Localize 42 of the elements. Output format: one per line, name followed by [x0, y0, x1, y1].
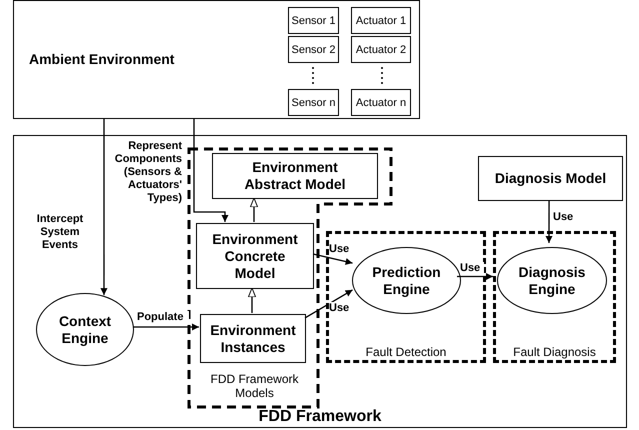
environment-panel	[13, 0, 420, 119]
group-title: FDD Framework	[258, 408, 382, 426]
component-label: Sensor 2	[291, 44, 336, 56]
node-title: Environment Instances	[209, 322, 297, 356]
diagnosis-group	[493, 231, 616, 363]
group-title: Fault Detection	[364, 346, 448, 360]
sensor-box	[288, 89, 339, 116]
arrow	[546, 200, 552, 243]
node-title: Context Engine	[58, 312, 112, 346]
model-box	[478, 156, 623, 201]
arrow	[250, 198, 258, 222]
actuator-box	[351, 36, 411, 63]
sensor-box	[288, 7, 339, 34]
arrow	[193, 119, 228, 222]
node-title: Diagnosis Engine	[518, 264, 586, 298]
model-box	[196, 223, 314, 289]
group-title: Fault Diagnosis	[512, 346, 597, 360]
edge-label: Represent Components (Sensors & Actuators' Types)	[112, 140, 182, 205]
arrow	[248, 288, 256, 313]
group-title: Ambient Environment	[29, 51, 174, 68]
arrow	[457, 273, 493, 280]
component-label: Actuator n	[356, 96, 406, 108]
actuator-box	[351, 7, 411, 34]
arrow	[304, 289, 353, 318]
arrow	[132, 324, 199, 330]
group-title: FDD Framework Models	[209, 373, 300, 401]
arrow	[100, 119, 108, 296]
actuator-box	[351, 89, 411, 116]
model-box	[200, 314, 306, 363]
model-box	[212, 153, 378, 199]
edge-label: Use	[460, 262, 484, 275]
node-title: Prediction Engine	[371, 264, 442, 298]
component-label: Sensor n	[291, 96, 336, 108]
node-title: Diagnosis Model	[494, 170, 606, 187]
sensor-box	[288, 36, 339, 63]
component-label: Actuator 2	[356, 44, 406, 56]
component-label: Sensor 1	[291, 14, 336, 26]
component-label: Actuator 1	[356, 14, 406, 26]
node-title: Environment Abstract Model	[243, 159, 347, 193]
edge-label: Populate	[137, 311, 189, 324]
node-title: Environment Concrete Model	[211, 230, 299, 282]
detection-group	[326, 231, 486, 363]
